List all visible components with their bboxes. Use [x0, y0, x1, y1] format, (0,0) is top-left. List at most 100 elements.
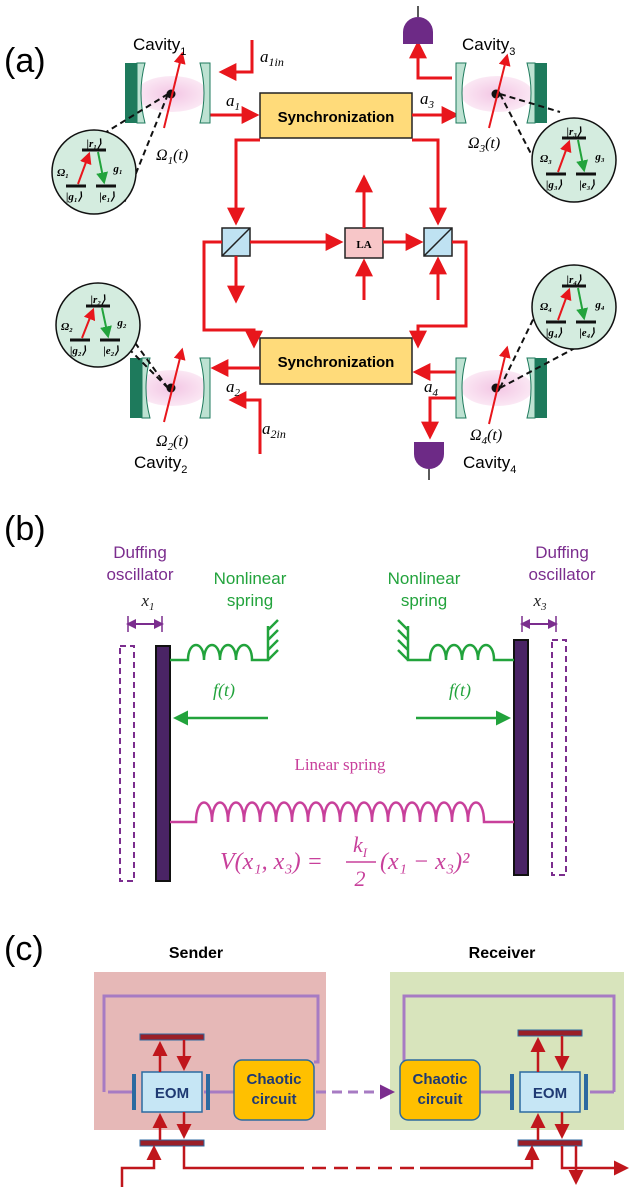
sender-label: Sender [169, 945, 223, 962]
potential-denominator: 2 [355, 866, 366, 891]
level-2-coupling: g₂ [116, 317, 127, 329]
sync-label-top: Synchronization [278, 109, 395, 126]
a1-label: a1 [226, 91, 240, 113]
duffing-left-dashed [119, 645, 135, 882]
potential-equation: V(x₁, x₃) = kI 2 (x₁ − x₃)² [220, 832, 470, 891]
a4-label: a4 [424, 377, 439, 399]
level-3-coupling: g₃ [594, 151, 605, 163]
optical-paths [202, 40, 468, 454]
chaotic-left-line1: Chaotic [246, 1071, 301, 1088]
la-label: LA [356, 239, 371, 251]
cavity-1-label: Cavity1 [133, 35, 186, 58]
a1in-label: a1in [260, 47, 284, 69]
force-right-label: f(t) [449, 680, 471, 701]
eom-left: EOM [132, 1071, 210, 1113]
nonlinear-right-line2: spring [401, 591, 447, 610]
potential-rhs: (x₁ − x₃)² [380, 849, 470, 875]
level-2-omega: Ω₂ [61, 321, 73, 333]
level-1-coupling: g₁ [112, 163, 122, 175]
cavity-4-label: Cavity4 [463, 453, 516, 476]
nonlinear-right-line1: Nonlinear [388, 569, 461, 588]
level-4-r: |r₄⟩ [567, 274, 583, 286]
omega-1-label: Ω1(t) [156, 147, 188, 167]
chaotic-circuit-left: Chaotic circuit [233, 1059, 315, 1121]
level-1-r: |r₁⟩ [87, 138, 103, 150]
duffing-right-dashed [551, 639, 567, 876]
omega-3-label: Ω3(t) [468, 135, 500, 155]
duffing-left-line2: oscillator [106, 565, 173, 584]
level-1-omega: Ω₁ [57, 167, 69, 179]
level-diagram-3: |r₃⟩ |g₃⟩ |e₃⟩ Ω₃ g₃ [531, 117, 617, 203]
level-2-e: |e₂⟩ [103, 345, 119, 357]
nonlinear-spring-right [397, 619, 514, 662]
level-diagram-2: |r₂⟩ |g₂⟩ |e₂⟩ Ω₂ g₂ [55, 282, 141, 368]
laser-paths [120, 1036, 629, 1187]
level-1-g: |g₁⟩ [66, 191, 83, 203]
nonlinear-left-line1: Nonlinear [214, 569, 287, 588]
panel-b-label: (b) [4, 510, 46, 548]
eom-left-label: EOM [155, 1085, 189, 1102]
level-2-r: |r₂⟩ [91, 294, 107, 306]
panel-a: (a) Synchronization Synchronization LA [4, 6, 617, 480]
cavity-2 [130, 347, 211, 423]
duffing-left-plate [155, 645, 171, 882]
linear-spring-label: Linear spring [294, 755, 386, 774]
beam-splitter-right [423, 227, 453, 257]
x3-label: x3 [532, 591, 547, 613]
sync-label-bottom: Synchronization [278, 354, 395, 371]
beam-splitter-left [221, 227, 251, 257]
panel-c-letter: (c) [4, 930, 44, 968]
sync-box-top: Synchronization [259, 92, 413, 139]
a3-label: a3 [420, 89, 435, 111]
detector-bottom [414, 442, 444, 480]
potential-numerator: kI [353, 832, 368, 860]
chaotic-left-line2: circuit [251, 1091, 296, 1108]
x1-label: x1 [140, 591, 154, 613]
chaotic-right-line1: Chaotic [412, 1071, 467, 1088]
linear-spring [170, 801, 514, 824]
cavity-4 [455, 345, 547, 425]
omega-2-label: Ω2(t) [156, 433, 188, 453]
panel-b: (b) Duffing oscillator Duffing oscillato… [4, 510, 596, 891]
level-3-omega: Ω₃ [540, 153, 552, 165]
duffing-left-line1: Duffing [113, 543, 167, 562]
level-diagram-1: |r₁⟩ |g₁⟩ |e₁⟩ Ω₁ g₁ [51, 129, 137, 215]
cavity-3 [455, 53, 547, 129]
duffing-right-line2: oscillator [528, 565, 595, 584]
a2-label: a2 [226, 377, 241, 399]
eom-right: EOM [510, 1071, 588, 1113]
chaotic-circuit-right: Chaotic circuit [399, 1059, 481, 1121]
level-4-g: |g₄⟩ [546, 327, 563, 339]
sync-box-bottom: Synchronization [259, 337, 413, 385]
force-left-label: f(t) [213, 680, 235, 701]
duffing-right-line1: Duffing [535, 543, 589, 562]
level-3-g: |g₃⟩ [546, 179, 563, 191]
feedback-loops [102, 994, 616, 1094]
panel-c: (c) Sender Receiver Chaotic circuit Chao… [4, 930, 629, 1187]
nonlinear-spring-left [170, 619, 279, 662]
cavity-3-label: Cavity3 [462, 35, 515, 58]
chaotic-right-line2: circuit [417, 1091, 462, 1108]
mirrors [139, 1029, 583, 1147]
duffing-right-plate [513, 639, 529, 876]
eom-right-label: EOM [533, 1085, 567, 1102]
nonlinear-left-line2: spring [227, 591, 273, 610]
omega-4-label: Ω4(t) [470, 427, 502, 447]
level-4-e: |e₄⟩ [579, 327, 595, 339]
cavity-2-label: Cavity2 [134, 453, 187, 476]
receiver-label: Receiver [469, 945, 536, 962]
level-3-e: |e₃⟩ [579, 179, 595, 191]
panel-a-label: (a) [4, 42, 46, 80]
detector-top [403, 6, 433, 44]
level-2-g: |g₂⟩ [70, 345, 87, 357]
potential-lhs: V(x₁, x₃) = [220, 849, 323, 875]
la-box: LA [344, 227, 384, 259]
level-diagram-4: |r₄⟩ |g₄⟩ |e₄⟩ Ω₄ g₄ [531, 264, 617, 350]
cavity-1 [125, 51, 211, 129]
level-4-coupling: g₄ [594, 299, 605, 311]
level-1-e: |e₁⟩ [99, 191, 115, 203]
level-3-r: |r₃⟩ [567, 126, 583, 138]
a2in-label: a2in [262, 419, 286, 441]
level-4-omega: Ω₄ [540, 301, 552, 313]
